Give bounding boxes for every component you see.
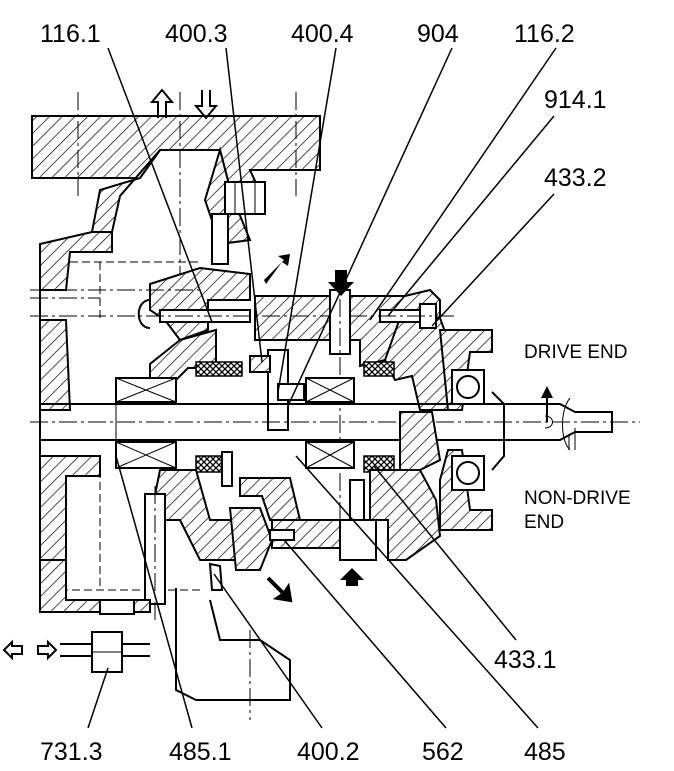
label-116-2: 116.2 [514,20,575,48]
pump-drawing [2,88,640,720]
part-labels: 116.1 400.3 400.4 904 116.2 914.1 433.2 … [40,20,631,766]
label-914-1: 914.1 [544,86,607,114]
label-400-2: 400.2 [297,738,360,766]
label-433-1: 433.1 [494,646,557,674]
leader-lines [87,47,557,729]
label-904: 904 [417,20,459,48]
label-433-2: 433.2 [544,164,607,192]
label-731-3: 731.3 [40,738,103,766]
label-400-4: 400.4 [291,20,354,48]
label-400-3: 400.3 [165,20,228,48]
label-116-1: 116.1 [40,20,101,48]
label-485: 485 [524,738,566,766]
label-562: 562 [422,738,464,766]
non-drive-end-text-2: END [524,512,564,533]
drive-end-text: DRIVE END [524,342,627,363]
non-drive-end-text-1: NON-DRIVE [524,488,631,509]
label-485-1: 485.1 [169,738,232,766]
